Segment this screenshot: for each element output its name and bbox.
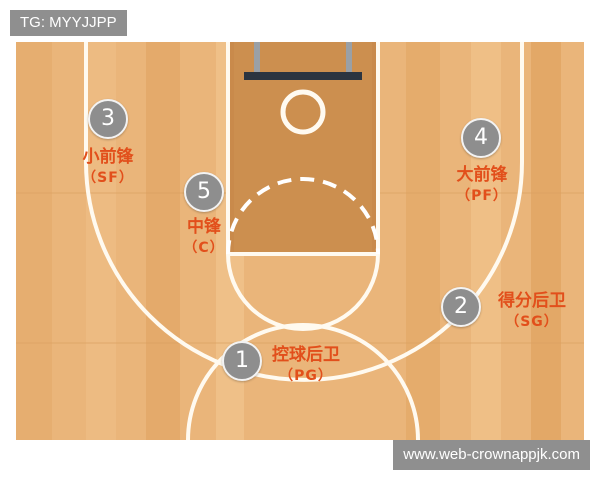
position-2-badge: 2 [441, 287, 481, 327]
court-lines [84, 42, 524, 440]
position-1-label: 控球后卫 （PG） [258, 344, 354, 386]
three-point-line [84, 42, 524, 382]
hoop-assembly [244, 42, 362, 135]
position-4-name: 大前锋 [456, 165, 508, 185]
position-1-abbr: （PG） [279, 368, 333, 384]
position-4-label: 大前锋 （PF） [434, 164, 530, 206]
position-3-abbr: （SF） [82, 170, 134, 186]
position-5-name: 中锋 [187, 217, 221, 237]
position-5-badge: 5 [184, 172, 224, 212]
free-throw-circle-dashed [226, 177, 380, 255]
center-circle [186, 323, 420, 440]
watermark-label: www.web-crownappjk.com [393, 440, 590, 470]
position-5-label: 中锋 （C） [166, 216, 242, 258]
position-5-abbr: （C） [183, 240, 225, 256]
position-2-abbr: （SG） [505, 314, 559, 330]
free-throw-circle-lower [226, 253, 380, 331]
position-1-badge: 1 [222, 341, 262, 381]
position-2-label: 得分后卫 （SG） [484, 290, 580, 332]
position-4-badge: 4 [461, 118, 501, 158]
position-1-name: 控球后卫 [272, 345, 340, 365]
backboard [244, 72, 362, 80]
tag-label: TG: MYYJJPP [10, 10, 127, 36]
rim [280, 89, 326, 135]
position-3-badge: 3 [88, 99, 128, 139]
position-4-abbr: （PF） [456, 188, 508, 204]
position-2-name: 得分后卫 [498, 291, 566, 311]
position-3-label: 小前锋 （SF） [60, 146, 156, 188]
position-3-name: 小前锋 [82, 147, 134, 167]
